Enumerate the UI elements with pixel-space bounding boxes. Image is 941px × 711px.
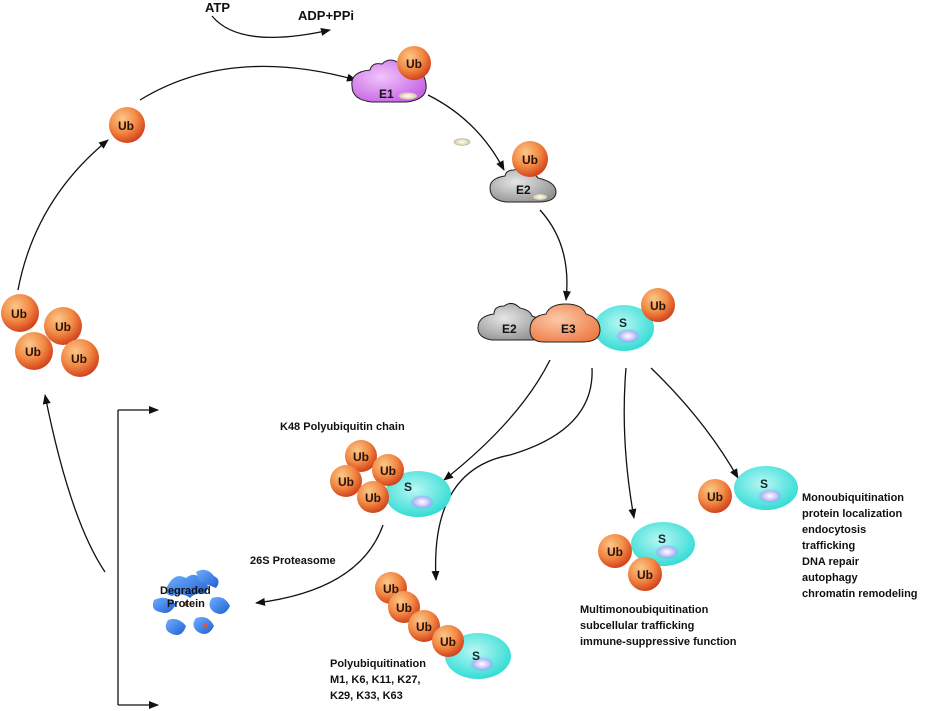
ub-pool-3: Ub <box>15 332 53 370</box>
atp-arrow <box>211 15 331 38</box>
ub-poly-3: Ub <box>408 610 440 642</box>
e1-active-site <box>399 92 417 100</box>
svg-text:Ub: Ub <box>380 464 396 478</box>
atp-label: ATP <box>205 0 230 15</box>
adp-ppi-label: ADP+PPi <box>298 8 354 23</box>
ub-free: Ub <box>109 107 145 143</box>
ub-multi-2: Ub <box>628 557 662 591</box>
e2-enzyme: E2 <box>489 167 557 203</box>
mono-label-line3: endocytosis <box>802 524 866 536</box>
ub-pool-1: Ub <box>1 294 39 332</box>
ub-k48-2: Ub <box>372 454 404 486</box>
mono-label-title: Monoubiquitination <box>802 492 904 504</box>
poly-label-line2: M1, K6, K11, K27, <box>330 674 421 686</box>
svg-text:Ub: Ub <box>338 475 354 489</box>
recycle-to-e1-arrow <box>139 65 357 101</box>
mono-label-line2: protein localization <box>802 508 903 520</box>
k48-complex: S Ub Ub Ub Ub <box>330 440 451 517</box>
k48-chain-label: K48 Polyubiquitin chain <box>280 421 405 433</box>
free-ub-dot <box>453 138 471 146</box>
svg-text:Ub: Ub <box>522 153 538 167</box>
svg-text:S: S <box>404 480 412 494</box>
ub-pool-4: Ub <box>61 339 99 377</box>
svg-text:Ub: Ub <box>396 601 412 615</box>
to-k48-arrow <box>443 359 551 481</box>
svg-text:S: S <box>658 532 666 546</box>
svg-text:S: S <box>760 477 768 491</box>
ub-k48-4: Ub <box>357 481 389 513</box>
e3-shape <box>529 303 601 343</box>
svg-text:Ub: Ub <box>71 352 87 366</box>
ub-mono: Ub <box>698 479 732 513</box>
proteasome-label: 26S Proteasome <box>250 555 336 567</box>
e2-shape-complex <box>477 302 545 341</box>
mono-label-line5: DNA repair <box>802 556 860 568</box>
svg-text:S: S <box>619 316 627 330</box>
ub-multi-1: Ub <box>598 534 632 568</box>
svg-text:Ub: Ub <box>406 57 422 71</box>
svg-text:E2: E2 <box>502 322 517 336</box>
svg-text:Ub: Ub <box>11 307 27 321</box>
svg-text:Ub: Ub <box>637 568 653 582</box>
substrate-k48 <box>385 471 451 517</box>
ub-e2: Ub <box>512 141 548 177</box>
mono-label-line7: chromatin remodeling <box>802 588 918 600</box>
k48-to-proteasome-arrow <box>255 524 384 606</box>
svg-text:E1: E1 <box>379 87 394 101</box>
to-multi-arrow <box>623 367 637 519</box>
poly-label-title: Polyubiquitination <box>330 658 426 670</box>
ub-k48-1: Ub <box>345 440 377 472</box>
svg-text:S: S <box>472 649 480 663</box>
e2-e3-substrate-complex: E2 S E3 <box>477 302 654 351</box>
multi-complex: S Ub Ub <box>598 522 695 591</box>
svg-text:Ub: Ub <box>707 490 723 504</box>
multi-label-line3: immune-suppressive function <box>580 636 737 648</box>
svg-text:Ub: Ub <box>607 545 623 559</box>
degraded-label-line1: Degraded <box>160 585 211 597</box>
ub-e3: Ub <box>641 288 675 322</box>
to-poly-arrow <box>431 367 593 581</box>
svg-text:Ub: Ub <box>440 635 456 649</box>
e2-to-e3-arrow <box>539 209 571 301</box>
pool-to-free-ub-arrow <box>17 139 109 291</box>
svg-text:Ub: Ub <box>383 582 399 596</box>
svg-text:Ub: Ub <box>650 299 666 313</box>
svg-text:Ub: Ub <box>416 620 432 634</box>
e1-to-e2-arrow <box>427 94 505 171</box>
ub-e1: Ub <box>397 46 431 80</box>
svg-text:E2: E2 <box>516 183 531 197</box>
to-mono-arrow <box>650 367 739 479</box>
mono-label-line6: autophagy <box>802 572 858 584</box>
degraded-to-pool-arrow <box>42 394 106 573</box>
svg-text:Ub: Ub <box>365 491 381 505</box>
poly-chain: S Ub Ub Ub Ub <box>375 572 511 679</box>
multi-label-line2: subcellular trafficking <box>580 620 694 632</box>
e2-active-site <box>533 194 547 200</box>
arrows <box>17 15 739 709</box>
multi-label-title: Multimonoubiquitination <box>580 604 709 616</box>
ub-poly-2: Ub <box>388 591 420 623</box>
degraded-label-line2: Protein <box>167 598 205 610</box>
svg-text:Ub: Ub <box>118 119 134 133</box>
degraded-protein: Degraded Protein <box>152 569 230 635</box>
substrate-mono <box>734 466 798 510</box>
svg-text:Ub: Ub <box>55 320 71 334</box>
ub-poly-4: Ub <box>432 625 464 657</box>
svg-text:Ub: Ub <box>25 345 41 359</box>
svg-text:E3: E3 <box>561 322 576 336</box>
svg-text:Ub: Ub <box>353 450 369 464</box>
ub-pool: Ub Ub Ub Ub <box>1 294 99 377</box>
mono-complex: S Ub <box>698 466 798 513</box>
poly-label-line3: K29, K33, K63 <box>330 690 403 702</box>
substrate-shape-complex <box>594 305 654 351</box>
substrate-multi <box>631 522 695 566</box>
ub-pool-2: Ub <box>44 307 82 345</box>
ub-k48-3: Ub <box>330 465 362 497</box>
mono-label-line4: trafficking <box>802 540 855 552</box>
